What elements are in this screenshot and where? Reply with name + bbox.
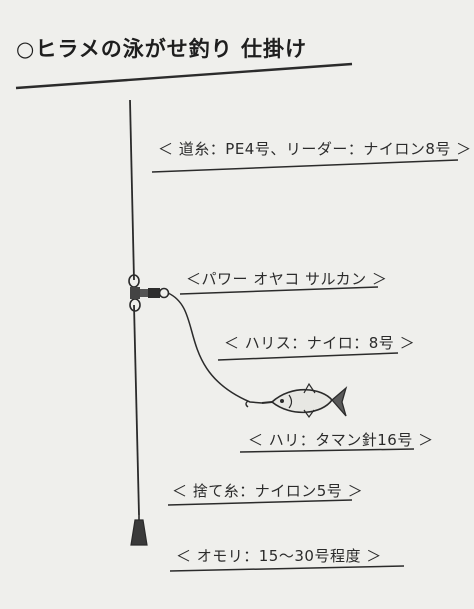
- hook-label-underline: [239, 448, 415, 453]
- harisu-label: ＜ ハリス：ナイロ：8号 ＞: [224, 334, 416, 352]
- hook-label: ＜ ハリ：タマン針16号 ＞: [248, 431, 434, 449]
- swivel-label: ＜パワー オヤコ サルカン ＞: [186, 270, 388, 288]
- swivel-label-underline: [179, 286, 379, 295]
- main-line-label: ＜ 道糸：PE4号、リーダー：ナイロン8号 ＞: [158, 140, 472, 158]
- sinker-label: ＜ オモリ：15～30号程度 ＞: [176, 547, 382, 565]
- sinker-label-underline: [169, 565, 405, 572]
- harisu-label-underline: [217, 352, 399, 361]
- sute-ito-line: [133, 304, 140, 516]
- sinker-icon: [130, 515, 148, 546]
- hook-icon: [245, 400, 273, 408]
- fish-icon: [270, 382, 348, 419]
- title-underline: [15, 62, 353, 90]
- main-line: [129, 99, 135, 281]
- diagram-title: ○ヒラメの泳がせ釣り 仕掛け: [16, 37, 308, 61]
- sute-ito-label: ＜ 捨て糸：ナイロン5号 ＞: [172, 482, 364, 500]
- sute-ito-label-underline: [167, 499, 353, 506]
- main-line-label-underline: [151, 159, 459, 173]
- three-way-swivel-icon: [128, 274, 170, 312]
- harisu-line: [167, 292, 263, 404]
